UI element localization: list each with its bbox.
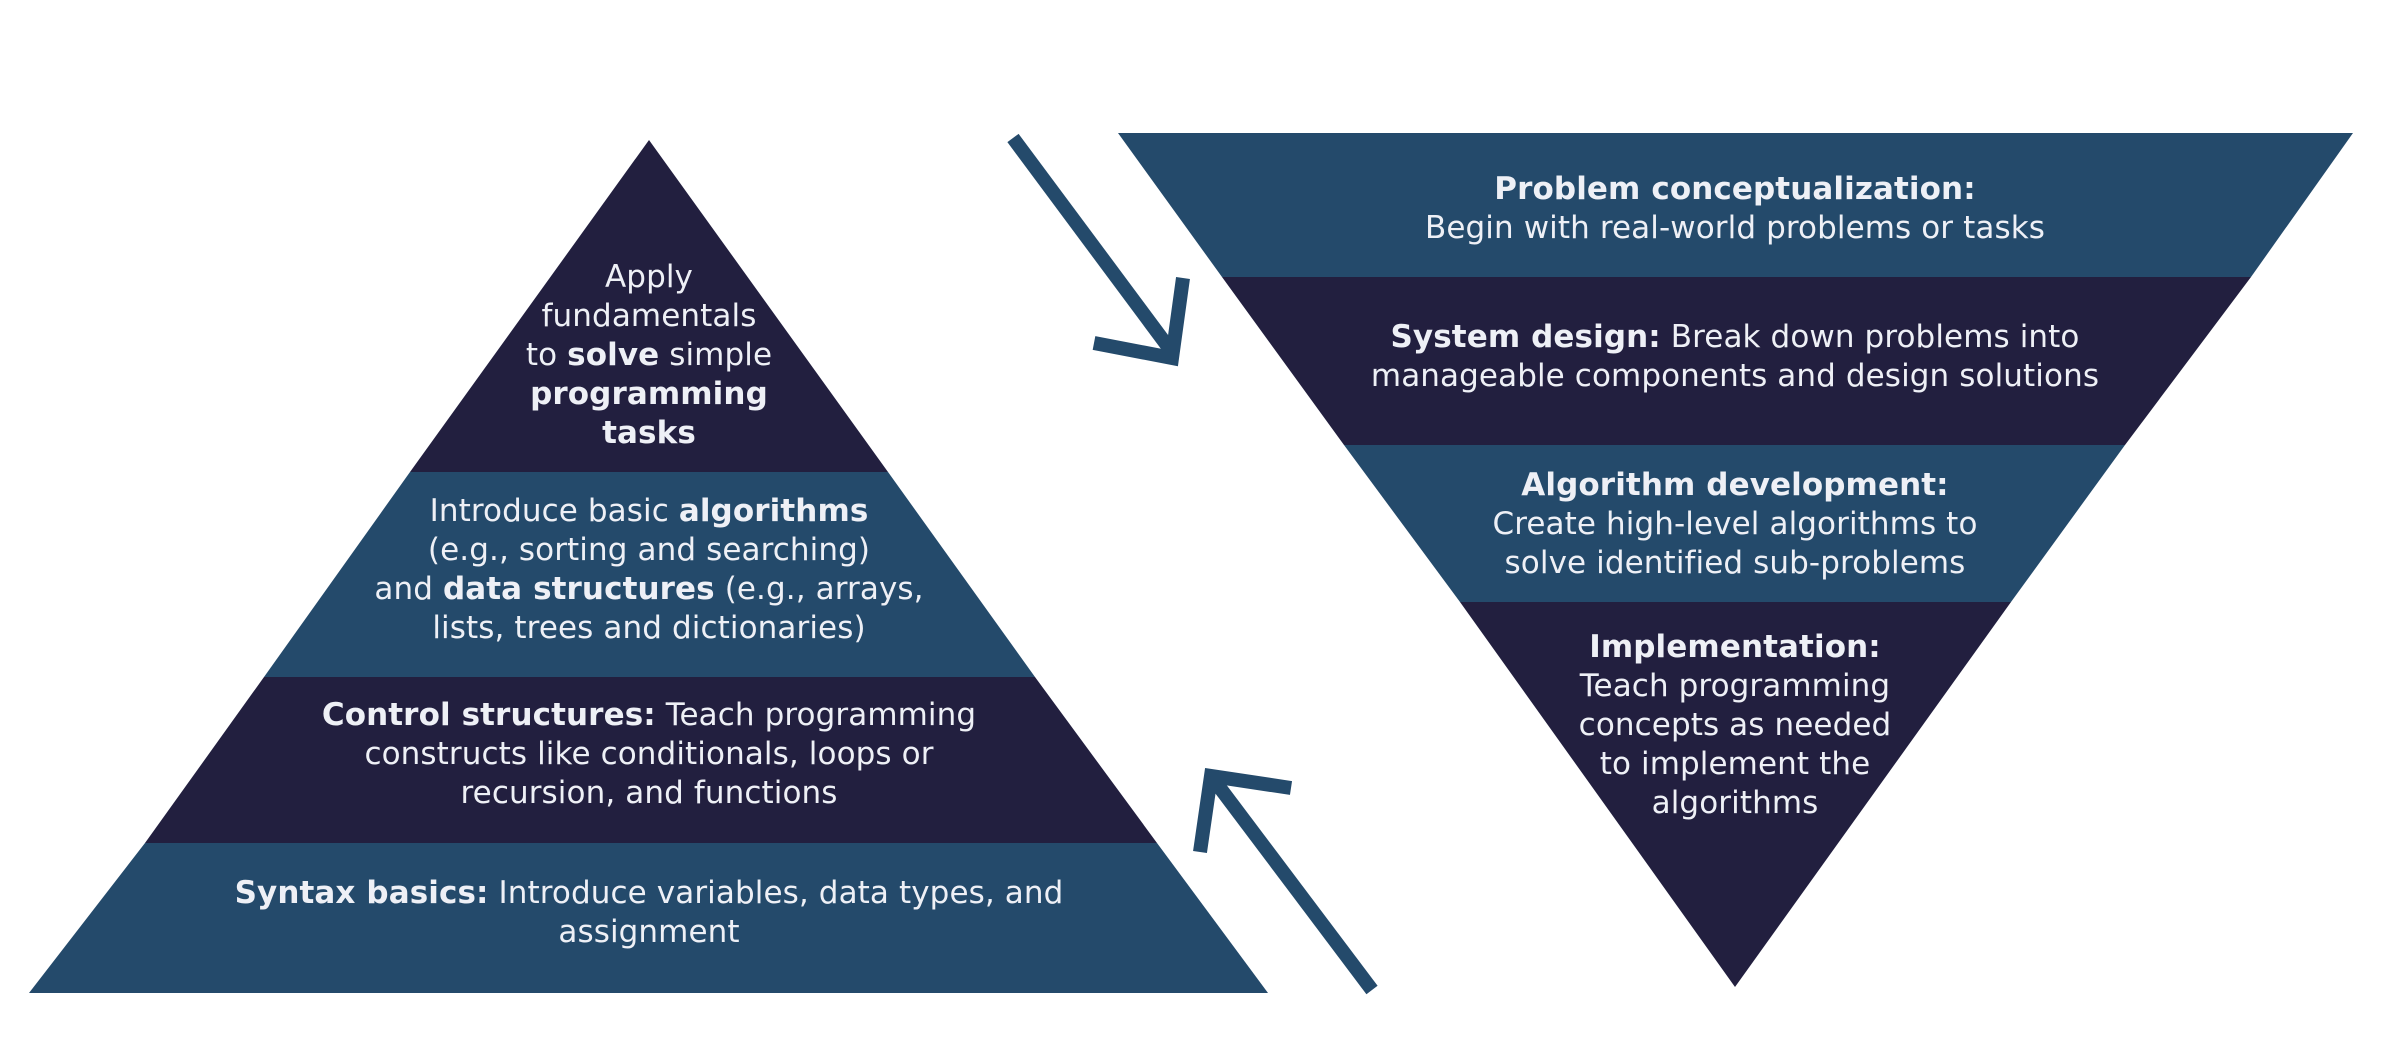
funnel-design-line-2: manageable components and design solutio… — [1370, 358, 2100, 394]
pyramid-control-line-3: recursion, and functions — [460, 775, 838, 811]
pyramid-tier-syntax-label: Syntax basics: Introduce variables, data… — [189, 874, 1109, 952]
arrow-up-left-icon — [1193, 768, 1378, 995]
funnel-problem-line-2: Begin with real-world problems or tasks — [1424, 210, 2046, 246]
pyramid-control-line-1: Control structures: Teach programming — [321, 697, 977, 733]
pyramid-algorithms-line-2: (e.g., sorting and searching) — [427, 532, 871, 568]
pyramid-tier-top-label: Apply fundamentals to solve simple progr… — [499, 258, 799, 453]
pyramid-top-line-4: programming — [530, 376, 768, 412]
pyramid-tier-algorithms-shape — [264, 472, 1035, 677]
arrow-down-right-icon — [1007, 133, 1190, 367]
funnel-tier-problem-label: Problem conceptualization: Begin with re… — [1285, 170, 2185, 248]
pyramid-top-line-3: to solve simple — [525, 337, 773, 373]
pyramid-top-line-2: fundamentals — [541, 298, 757, 334]
pyramid-control-line-2: constructs like conditionals, loops or — [364, 736, 934, 772]
funnel-tier-algorithm-label: Algorithm development: Create high-level… — [1385, 466, 2085, 583]
funnel-implementation-line-4: to implement the — [1599, 746, 1871, 782]
funnel-tier-implementation-shape — [1460, 602, 2011, 987]
funnel-tier-design-shape — [1222, 277, 2251, 445]
pyramid-algorithms-line-4: lists, trees and dictionaries) — [432, 610, 866, 646]
pyramid-tier-syntax-shape — [29, 843, 1268, 993]
funnel-implementation-line-1: Implementation: — [1589, 629, 1881, 665]
funnel-design-line-1: System design: Break down problems into — [1390, 319, 2080, 355]
pyramid-tier-top-shape — [410, 140, 888, 472]
pyramid-tier-algorithms-label: Introduce basic algorithms (e.g., sortin… — [349, 492, 949, 648]
funnel-tier-design-label: System design: Break down problems into … — [1285, 318, 2185, 396]
funnel-tier-algorithm-shape — [1344, 445, 2125, 602]
pyramid-algorithms-line-1: Introduce basic algorithms — [429, 493, 869, 529]
funnel-problem-line-1: Problem conceptualization: — [1494, 171, 1976, 207]
pyramid-syntax-line-1: Syntax basics: Introduce variables, data… — [234, 875, 1064, 911]
pyramid-algorithms-line-3: and data structures (e.g., arrays, — [374, 571, 924, 607]
funnel-implementation-line-2: Teach programming — [1579, 668, 1891, 704]
funnel-algorithm-line-1: Algorithm development: — [1521, 467, 1949, 503]
funnel-algorithm-line-3: solve identified sub-problems — [1504, 545, 1966, 581]
funnel-tier-problem-shape — [1118, 133, 2353, 277]
pyramid-syntax-line-2: assignment — [558, 914, 740, 950]
pyramid-tier-control-label: Control structures: Teach programming co… — [269, 696, 1029, 813]
funnel-tier-implementation-label: Implementation: Teach programming concep… — [1535, 628, 1935, 823]
pyramid-top-line-5: tasks — [602, 415, 696, 451]
funnel-algorithm-line-2: Create high-level algorithms to — [1492, 506, 1978, 542]
pyramid-tier-control-shape — [145, 677, 1157, 843]
funnel-implementation-line-5: algorithms — [1651, 785, 1819, 821]
pyramid-top-line-1: Apply — [604, 259, 694, 295]
funnel-implementation-line-3: concepts as needed — [1578, 707, 1892, 743]
